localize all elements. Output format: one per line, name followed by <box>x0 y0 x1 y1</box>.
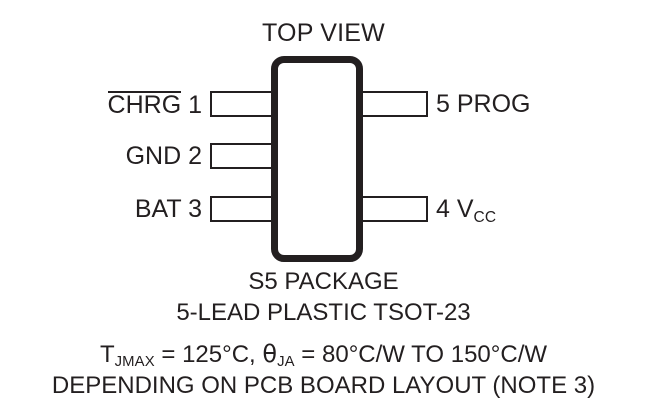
pin-1-number-value: 1 <box>188 91 202 119</box>
tjmax-value: = 125°C, <box>154 341 263 368</box>
pin-1-lead <box>210 91 278 117</box>
thermal-spec-caption: TJMAX = 125°C, θJA = 80°C/W TO 150°C/W <box>0 340 647 371</box>
pin-4-label: 4 VCC <box>436 196 496 226</box>
tjmax-subscript: JMAX <box>114 354 155 371</box>
pin-4-subscript: CC <box>473 208 497 226</box>
package-name-caption: S5 PACKAGE <box>248 268 399 295</box>
theta-symbol: θ <box>262 340 278 368</box>
pin-5-lead <box>357 91 428 117</box>
pin-4-lead <box>357 196 428 222</box>
pin-3-lead <box>210 196 278 222</box>
pin-1-label: CHRG 1 <box>0 91 202 118</box>
theta-subscript: JA <box>277 354 295 371</box>
tjmax-symbol: T <box>99 341 115 368</box>
pin-5-label: 5 PROG <box>436 90 531 118</box>
theta-value: = 80°C/W TO 150°C/W <box>294 341 548 368</box>
pin-4-prefix: 4 V <box>436 195 474 223</box>
note-caption: DEPENDING ON PCB BOARD LAYOUT (NOTE 3) <box>51 372 596 399</box>
pin-3-label: BAT 3 <box>134 195 202 223</box>
pin-1-name-overlined: CHRG <box>107 91 182 119</box>
pin-2-lead <box>210 143 278 169</box>
diagram-title: TOP VIEW <box>262 19 385 47</box>
pin-2-label: GND 2 <box>125 142 202 170</box>
package-body-outline <box>271 56 363 262</box>
lead-description-caption: 5-LEAD PLASTIC TSOT-23 <box>176 299 471 326</box>
